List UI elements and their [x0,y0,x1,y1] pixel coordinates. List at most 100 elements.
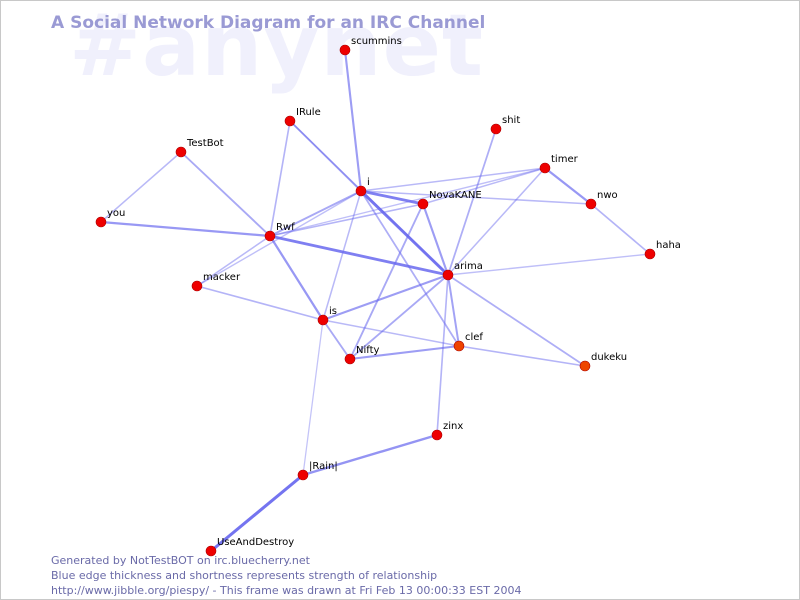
node-dot [490,123,502,135]
footer-legend-note: Blue edge thickness and shortness repres… [51,569,438,582]
node-is: is [317,306,337,326]
node-dot [453,340,465,352]
node-dot [205,545,217,557]
node-scummins: scummins [339,36,402,56]
node-dot [417,198,429,210]
edge-i-nwo [360,190,592,205]
node-dot [297,469,309,481]
edge-is-rain [302,319,324,476]
node-dot [191,280,203,292]
channel-watermark: #anynet [69,0,485,96]
diagram-title: A Social Network Diagram for an IRC Chan… [51,13,486,33]
node-label: zinx [443,421,463,432]
footer-url-timestamp: http://www.jibble.org/piespy/ - This fra… [51,584,522,597]
edge-is-nifty [322,319,351,360]
node-dot [317,314,329,326]
node-label: UseAndDestroy [217,537,294,548]
node-label: IRule [296,107,321,118]
edge-timer-arima [447,167,546,276]
edge-i-novakane [359,189,425,206]
node-clef: clef [453,332,483,352]
node-dot [579,360,591,372]
edge-nifty-clef [348,344,461,361]
node-dot [95,216,107,228]
node-haha: haha [644,240,681,260]
edge-novakane-nifty [349,203,424,360]
edge-macker-is [196,285,324,321]
edge-you-rwf [99,220,272,238]
edge-i-clef [360,190,460,347]
node-dukeku: dukeku [579,352,627,372]
node-dot [284,115,296,127]
node-dot [644,248,656,260]
edge-arima-haha [447,253,651,276]
edge-timer-novakane [422,167,546,205]
node-label: Rwf [276,222,295,233]
node-shit: shit [490,115,520,135]
node-dot [344,353,356,365]
edge-arima-is [321,273,450,322]
node-label: i [367,177,370,188]
node-dot [175,146,187,158]
edge-scummins-i [343,48,363,193]
node-label: nwo [597,190,618,201]
node-rain: |Rain| [297,461,338,481]
edge-novakane-rwf [269,203,424,237]
edge-nwo-haha [590,203,651,255]
edge-arima-zinx [436,274,449,436]
node-zinx: zinx [431,421,463,441]
edge-timer-i [360,167,546,192]
edge-shit-arima [447,128,497,276]
node-dot [539,162,551,174]
edge-arima-nifty [349,274,449,360]
edge-is-i [322,190,362,321]
node-label: dukeku [591,352,627,363]
node-label: scummins [351,36,402,47]
node-nifty: Nifty [344,345,380,365]
node-label: clef [465,332,483,343]
edge-arima-dukeku [447,274,586,367]
node-nwo: nwo [585,190,618,210]
node-arima: arima [442,261,483,281]
edge-novakane-arima [421,202,450,277]
edge-testbot-you [100,151,182,223]
node-label: Nifty [356,345,380,356]
edge-is-clef [322,319,460,347]
node-you: you [95,208,125,228]
edge-irule-i [289,120,362,192]
node-useanddestroy: UseAndDestroy [205,537,294,557]
edge-rwf-macker [196,235,271,287]
footer: Generated by NotTestBOT on irc.bluecherr… [51,553,521,598]
edge-rain-useanddestroy [209,473,305,553]
node-label: haha [656,240,681,251]
node-label: TestBot [186,138,224,149]
node-dot [264,230,276,242]
node-novakane: NovaKANE [417,190,482,210]
node-label: |Rain| [309,461,338,472]
edges-layer [99,48,651,553]
node-dot [442,269,454,281]
footer-generated-by: Generated by NotTestBOT on irc.bluecherr… [51,554,310,567]
edge-testbot-rwf [180,151,271,237]
node-dot [339,44,351,56]
node-timer: timer [539,154,579,174]
node-dot [585,198,597,210]
node-label: you [107,208,125,219]
node-rwf: Rwf [264,222,295,242]
edge-arima-clef [447,274,460,347]
edge-timer-nwo [543,166,593,206]
edge-clef-dukeku [458,345,586,367]
node-dot [355,185,367,197]
edge-i-arima [359,189,450,277]
edge-rwf-arima [268,234,450,277]
node-label: shit [502,115,520,126]
node-i: i [355,177,370,197]
edge-i-rwf [269,190,362,237]
node-irule: IRule [284,107,321,127]
node-dot [431,429,443,441]
node-label: macker [203,272,241,283]
edge-irule-rwf [269,120,291,237]
node-testbot: TestBot [175,138,224,158]
